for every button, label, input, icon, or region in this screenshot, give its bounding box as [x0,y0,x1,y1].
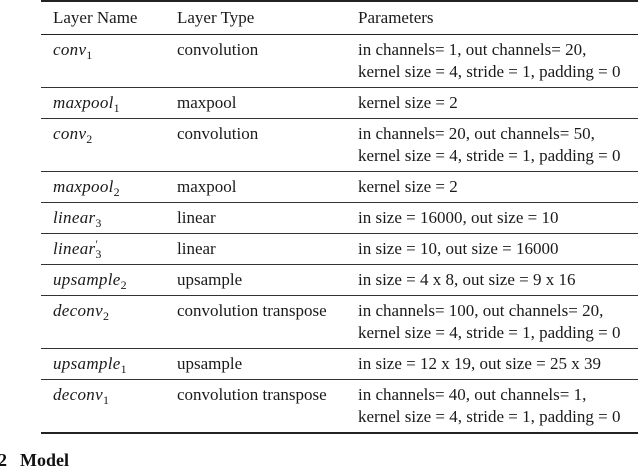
layer-name-math: linear′3 [53,237,102,261]
parameter-line: kernel size = 2 [358,93,458,112]
layer-name-subscript: 2 [113,185,120,199]
section-number: 2 [0,450,7,470]
cell-layer-name: linear′3 [41,234,177,265]
layer-name-math: upsample2 [53,270,127,292]
cell-parameters: in size = 4 x 8, out size = 9 x 16 [358,265,638,296]
layer-name-base: deconv [53,385,103,404]
layer-name-base: upsample [53,354,121,373]
section-heading: 2 Model [0,450,69,471]
layer-name-math: deconv2 [53,301,110,323]
cell-layer-type: upsample [177,270,243,289]
header-parameters: Parameters [358,8,434,27]
cell-layer-type: convolution [177,124,259,143]
layer-name-math: conv1 [53,40,93,62]
cell-layer-name: deconv1 [41,380,177,434]
table-row: conv1 convolution in channels= 1, out chan… [41,35,638,88]
cell-layer-type: convolution transpose [177,301,327,320]
cell-parameters: in size = 16000, out size = 10 [358,203,638,234]
cell-parameters: in size = 10, out size = 16000 [358,234,638,265]
cell-layer-name: upsample1 [41,349,177,380]
table-row: conv2 convolution in channels= 20, out cha… [41,119,638,172]
parameter-line: kernel size = 4, stride = 1, padding = 0 [358,62,621,81]
layer-name-math: linear3 [53,208,102,230]
parameter-line: kernel size = 2 [358,177,458,196]
layer-name-base: upsample [53,270,121,289]
parameter-line: in size = 12 x 19, out size = 25 x 39 [358,354,601,373]
layer-name-math: conv2 [53,124,93,146]
header-layer-type: Layer Type [177,8,255,27]
cell-parameters: in channels= 40, out channels= 1, kernel … [358,380,638,434]
layer-name-subscript: 3 [95,247,102,261]
layer-name-base: maxpool [53,177,114,196]
table-row: deconv2 convolution transpose in channels=… [41,296,638,349]
layer-name-subscript: 2 [120,278,127,292]
header-layer-name: Layer Name [53,8,138,27]
cell-layer-name: maxpool1 [41,88,177,119]
parameter-line: in channels= 100, out channels= 20, [358,301,604,320]
layer-name-subscript: 1 [102,393,110,407]
parameter-line: in channels= 40, out channels= 1, [358,385,587,404]
parameter-line: in size = 4 x 8, out size = 9 x 16 [358,270,576,289]
cell-layer-name: upsample2 [41,265,177,296]
parameter-line: kernel size = 4, stride = 1, padding = 0 [358,407,621,426]
layer-name-subscript: 1 [86,48,93,62]
layer-name-math: maxpool1 [53,93,120,115]
cell-layer-name: maxpool2 [41,172,177,203]
cell-parameters: kernel size = 2 [358,172,638,203]
layer-name-subscript: 1 [120,362,127,376]
cell-layer-type: maxpool [177,177,237,196]
cell-layer-type: convolution transpose [177,385,327,404]
parameter-line: kernel size = 4, stride = 1, padding = 0 [358,146,621,165]
cell-parameters: in size = 12 x 19, out size = 25 x 39 [358,349,638,380]
cell-layer-type: linear [177,239,216,258]
cell-layer-name: conv1 [41,35,177,88]
section-title: Model [20,450,69,470]
parameter-line: in size = 16000, out size = 10 [358,208,559,227]
layer-name-base: conv [53,124,87,143]
layer-name-subscript: 2 [86,132,93,146]
layer-name-math: upsample1 [53,354,127,376]
cell-layer-type: linear [177,208,216,227]
cell-layer-name: deconv2 [41,296,177,349]
table-row: deconv1 convolution transpose in channels=… [41,380,638,434]
layer-name-base: linear [53,208,96,227]
layer-name-prime: ′ [95,237,99,251]
layer-name-base: deconv [53,301,103,320]
layer-name-base: linear [53,239,96,258]
cell-layer-type: maxpool [177,93,237,112]
cell-parameters: kernel size = 2 [358,88,638,119]
parameter-line: in size = 10, out size = 16000 [358,239,559,258]
layer-name-base: conv [53,40,87,59]
layer-name-math: deconv1 [53,385,110,407]
table-header-row: Layer Name Layer Type Parameters [41,1,638,35]
parameter-line: in channels= 20, out channels= 50, [358,124,595,143]
parameter-line: kernel size = 4, stride = 1, padding = 0 [358,323,621,342]
layer-name-subscript: 3 [95,216,102,230]
cell-parameters: in channels= 100, out channels= 20, kerne… [358,296,638,349]
cell-layer-type: upsample [177,354,243,373]
cell-layer-name: conv2 [41,119,177,172]
layer-name-subscript: 2 [102,309,110,323]
cell-layer-name: linear3 [41,203,177,234]
layer-name-math: maxpool2 [53,177,120,199]
cell-layer-type: convolution [177,40,259,59]
parameter-line: in channels= 1, out channels= 20, [358,40,587,59]
cell-parameters: in channels= 1, out channels= 20, kernel … [358,35,638,88]
layer-name-base: maxpool [53,93,114,112]
layer-name-subscript: 1 [113,101,120,115]
cell-parameters: in channels= 20, out channels= 50, kernel… [358,119,638,172]
